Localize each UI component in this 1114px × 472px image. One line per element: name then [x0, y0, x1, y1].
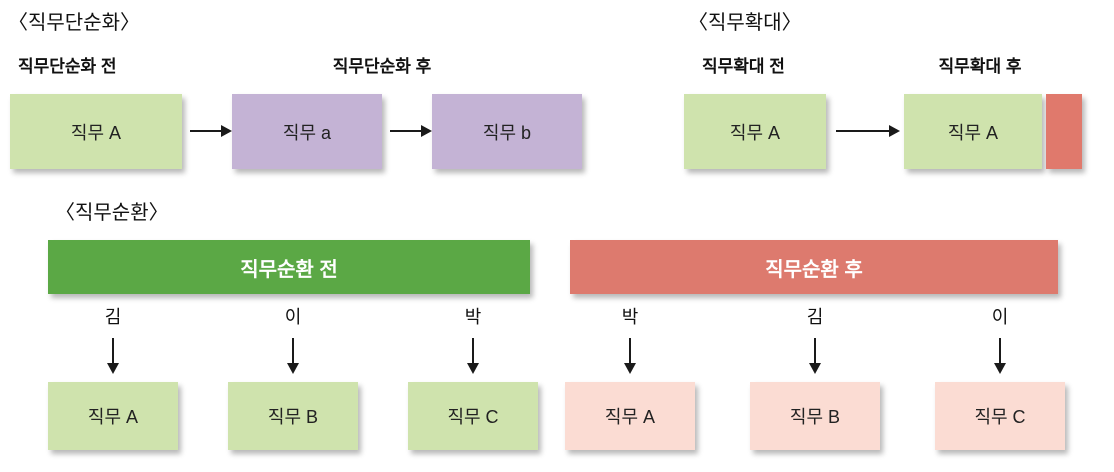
job-box-rotation-before: 직무 B	[228, 382, 358, 450]
job-box-enlargement-after: 직무 A	[904, 94, 1042, 169]
arrow-down-icon	[287, 338, 299, 374]
job-box-simplification-after-1: 직무 a	[232, 94, 382, 169]
worker-name: 박	[621, 307, 639, 327]
job-rotation-after-header: 직무순환 후	[570, 240, 1058, 294]
job-rotation-title: 〈직무순환〉	[55, 202, 169, 224]
worker-name: 이	[284, 307, 302, 327]
job-box-rotation-after: 직무 C	[935, 382, 1065, 450]
worker-name: 이	[991, 307, 1009, 327]
job-enlargement-after-label: 직무확대 후	[938, 57, 1022, 76]
job-box-rotation-after: 직무 A	[565, 382, 695, 450]
job-box-rotation-before: 직무 A	[48, 382, 178, 450]
worker-name: 김	[104, 307, 122, 327]
job-simplification-before-label: 직무단순화 전	[18, 57, 117, 76]
job-box-rotation-before: 직무 C	[408, 382, 538, 450]
worker-name: 김	[806, 307, 824, 327]
job-box-rotation-after: 직무 B	[750, 382, 880, 450]
enlargement-added-task-block	[1046, 94, 1082, 169]
job-box-simplification-after-2: 직무 b	[432, 94, 582, 169]
arrow-right-icon	[836, 125, 900, 137]
job-box-simplification-before: 직무 A	[10, 94, 182, 169]
job-enlargement-before-label: 직무확대 전	[702, 57, 785, 76]
job-box-enlargement-before: 직무 A	[684, 94, 826, 169]
arrow-right-icon	[390, 125, 432, 137]
arrow-right-icon	[190, 125, 232, 137]
arrow-down-icon	[994, 338, 1006, 374]
job-simplification-title: 〈직무단순화〉	[8, 12, 140, 34]
arrow-down-icon	[809, 338, 821, 374]
job-rotation-before-header: 직무순환 전	[48, 240, 530, 294]
job-enlargement-title: 〈직무확대〉	[688, 12, 802, 34]
worker-name: 박	[464, 307, 482, 327]
job-simplification-after-label: 직무단순화 후	[332, 57, 432, 76]
arrow-down-icon	[107, 338, 119, 374]
arrow-down-icon	[624, 338, 636, 374]
arrow-down-icon	[467, 338, 479, 374]
